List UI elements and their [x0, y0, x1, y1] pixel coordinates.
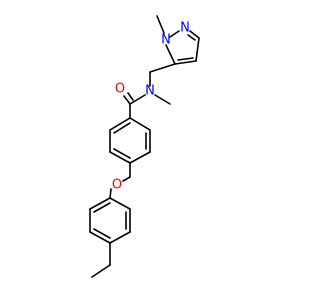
atom-n-pyrazole-2: N [180, 21, 190, 36]
bond-ch2-oether [122, 176, 131, 182]
bond-carbonyl-1 [123, 95, 131, 105]
bond-c5-ch2 [149, 63, 176, 73]
bond-carbonyl-2 [127, 92, 134, 101]
bond-ring-c3-n2-inner [187, 34, 196, 41]
bond-ring-c4-c3 [195, 37, 200, 62]
bond-b1-b2 [129, 117, 151, 131]
atom-n-amide: N [145, 84, 155, 99]
bond-ring-c5-c4 [174, 60, 197, 65]
bond-namide-ccarbonyl [129, 94, 146, 105]
bond-n1-methyl [156, 15, 165, 34]
bond-ring-n2-n1 [169, 30, 180, 38]
bond-group [89, 15, 200, 278]
bond-ring-n1-c5 [165, 44, 176, 65]
bond-ring-c5-c4-inner [177, 57, 194, 61]
bond-l1-l2 [109, 197, 131, 210]
bond-l3-l4 [109, 231, 131, 244]
bond-oether-ring [109, 188, 112, 199]
bond-b4-b5 [109, 151, 131, 164]
bond-b3-b4 [129, 151, 151, 164]
molecule-structure: O N N N O [89, 15, 200, 278]
bond-b4-b5-inner [113, 148, 131, 159]
atom-n-pyrazole-1: N [161, 33, 171, 48]
bond-l6-l1-inner [93, 202, 111, 213]
bond-l4-l5-inner [93, 228, 111, 239]
atom-o-carbonyl: O [115, 82, 125, 97]
bond-ethyl-ch2-ch3 [91, 264, 111, 278]
bond-b6-b1-inner [113, 122, 131, 134]
bond-l6-l1 [89, 197, 111, 210]
bond-namide-methyl [154, 94, 171, 105]
atom-o-ether: O [112, 178, 122, 193]
bond-ring-c3-n2 [189, 30, 200, 39]
structure-canvas: O N N N O [89, 15, 200, 278]
bond-l4-l5 [89, 231, 111, 244]
bond-b6-b1 [109, 117, 131, 131]
